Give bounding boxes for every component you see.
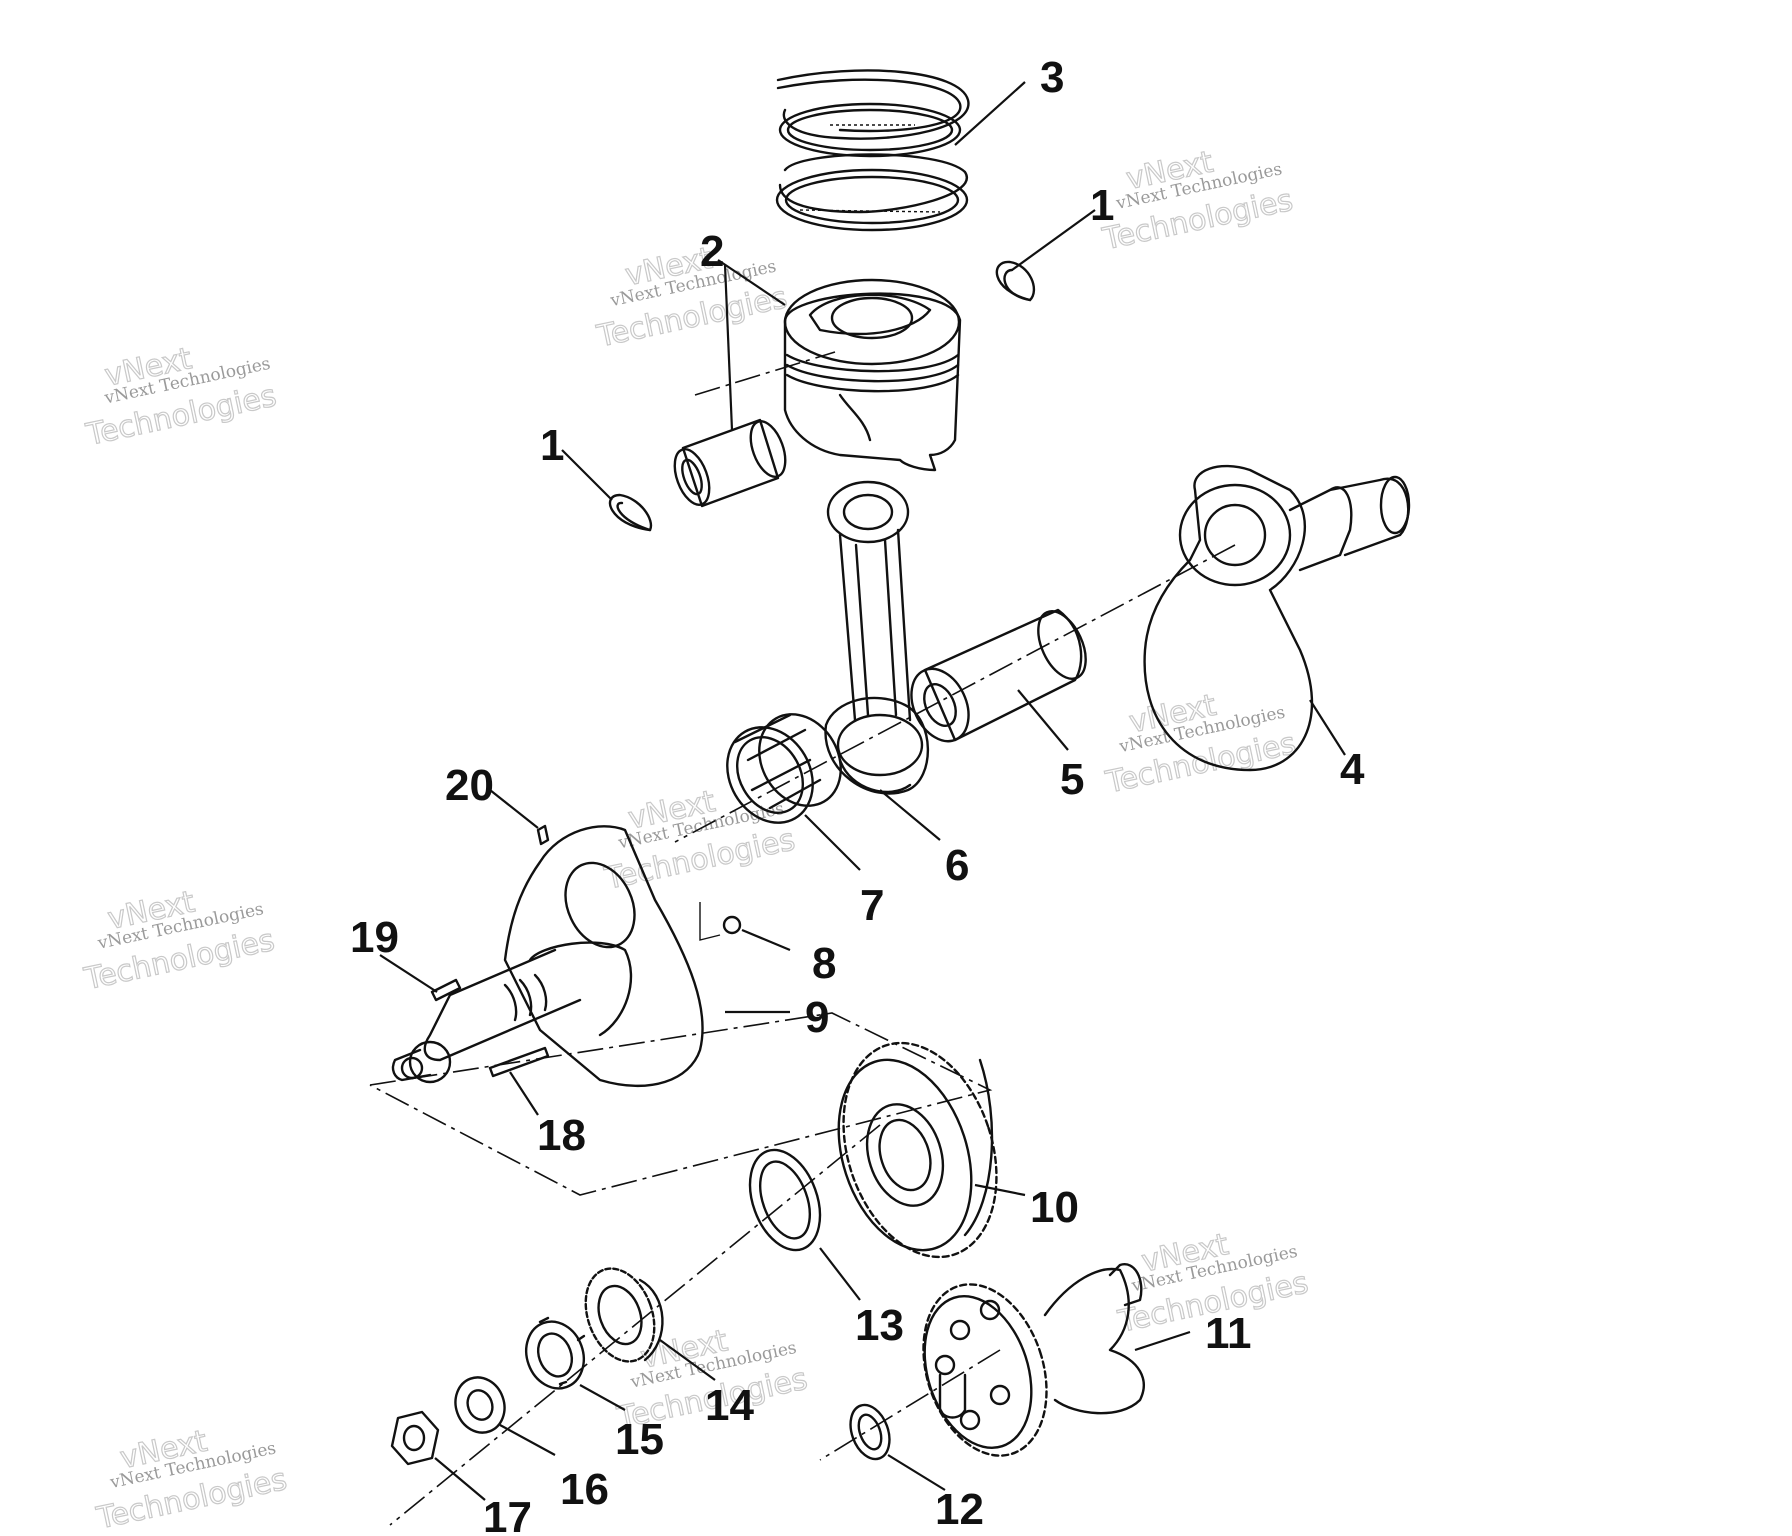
callout-2: 2 [700,227,724,276]
connecting-rod [824,480,930,795]
washer-16 [454,1376,506,1434]
callout-9: 9 [805,993,829,1042]
balancer-shaft [922,1263,1145,1457]
watermark: vNext vNext Technologies Technologies [593,240,791,355]
watermarks: vNext vNext Technologies Technologies vN… [80,144,1312,1536]
crankpin-axis [674,544,1236,843]
lock-washer-15 [525,1316,586,1390]
watermark: vNext vNext Technologies Technologies [82,341,280,454]
callout-4: 4 [1340,745,1365,794]
callout-17: 17 [483,1493,532,1536]
callout-5: 5 [1060,755,1084,804]
callout-8: 8 [812,939,836,988]
watermark: vNext vNext Technologies Technologies [1099,144,1297,258]
woodruff-key-19 [430,978,462,1002]
callout-1-right: 1 [1090,181,1114,230]
callout-3: 3 [1040,53,1064,102]
piston [783,278,962,472]
callout-7: 7 [860,881,884,930]
callout-16: 16 [560,1465,609,1514]
piston-rings [775,69,970,232]
balancer-axis [819,1349,1001,1461]
washer-12 [849,1403,891,1461]
drive-gear [837,1041,998,1259]
callout-14: 14 [705,1381,754,1430]
callout-1-left: 1 [540,421,564,470]
callouts: 3 1 2 1 4 5 6 7 8 9 10 11 12 13 14 15 16… [350,53,1365,1536]
needle-bearing [726,713,842,824]
circlip-right [995,260,1036,302]
callout-20: 20 [445,761,494,810]
crankshaft-left-half [391,825,704,1088]
circlip-left [608,493,653,532]
crankshaft-nose-axis [389,1124,881,1526]
callout-6: 6 [945,841,969,890]
piston-pin [673,418,787,508]
crank-assembly-outline [369,1012,993,1196]
crankshaft-right-half [1143,464,1411,772]
nut-17 [390,1410,440,1466]
callout-10: 10 [1030,1183,1079,1232]
ball-8 [699,902,742,941]
watermark: vNext vNext Technologies Technologies [80,884,278,998]
woodruff-key-20 [536,824,550,846]
thrust-washer-13 [748,1148,822,1252]
callout-18: 18 [537,1111,586,1160]
callout-13: 13 [855,1301,904,1350]
callout-12: 12 [935,1485,984,1534]
dowel-pin-18 [488,1046,550,1078]
small-gear-14 [584,1267,664,1363]
callout-19: 19 [350,913,399,962]
callout-11: 11 [1205,1309,1252,1358]
callout-15: 15 [615,1415,664,1464]
piston-pin-axis [694,351,836,396]
crank-pin [910,608,1087,743]
assembly-axis-lines [369,351,1236,1526]
leader-lines [379,81,1346,1501]
watermark: vNext vNext Technologies Technologies [93,1423,291,1536]
watermark: vNext vNext Technologies Technologies [1102,687,1300,801]
